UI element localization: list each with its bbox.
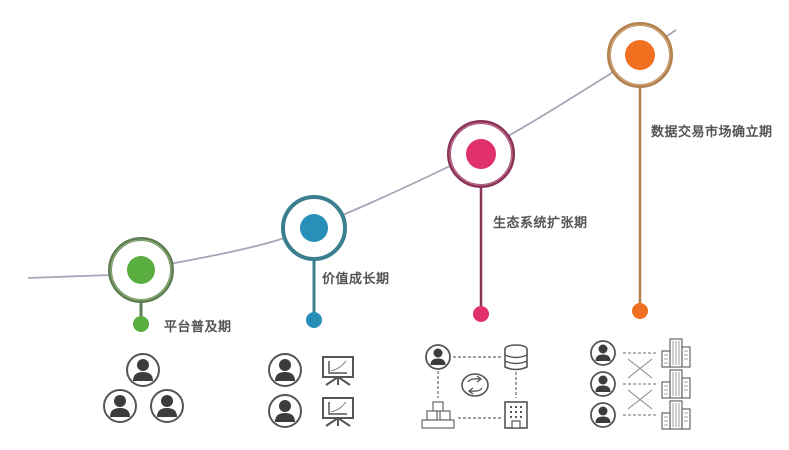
stage-node-platform-adoption	[108, 237, 174, 332]
user-presentation-icon	[268, 353, 354, 428]
ecosystem-exchange-icon	[421, 344, 528, 429]
stage-label-platform-adoption: 平台普及期	[164, 320, 232, 335]
database-icon	[504, 344, 528, 371]
user-group-icon	[103, 353, 184, 423]
office-building-icon	[504, 401, 528, 429]
data-market-icon	[590, 338, 691, 430]
stage-node-ecosystem-expansion	[447, 120, 515, 322]
stage-label-ecosystem-expansion: 生态系统扩张期	[493, 216, 588, 231]
stage-label-value-growth: 价值成长期	[322, 272, 390, 287]
stage-node-value-growth	[281, 195, 347, 328]
stage-label-data-market: 数据交易市场确立期	[651, 125, 773, 140]
stage-node-data-market	[607, 22, 673, 319]
growth-curve	[27, 29, 677, 279]
exchange-arrows-icon	[461, 373, 489, 397]
warehouse-boxes-icon	[421, 401, 455, 429]
